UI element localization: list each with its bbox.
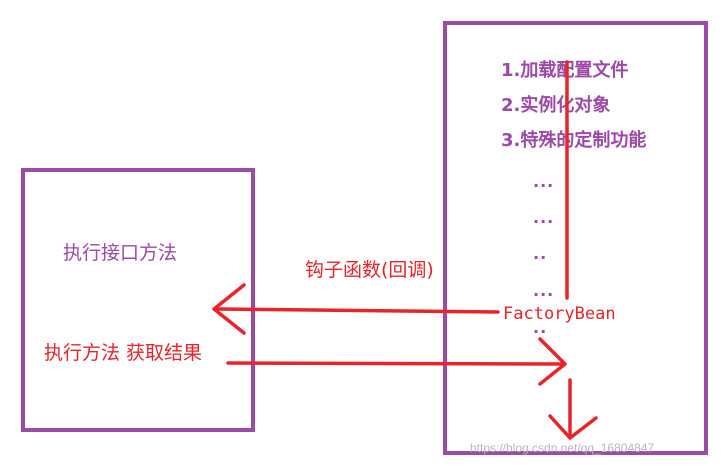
hook-callback-arrowhead [212, 283, 246, 335]
factory-bean-label: FactoryBean [503, 304, 616, 324]
container-box [443, 21, 708, 455]
down-arrowhead [548, 414, 598, 440]
execute-method-arrowhead [538, 337, 567, 386]
ellipsis-1: ... [533, 172, 555, 191]
ellipsis-2: ... [533, 208, 555, 227]
step-custom-function: 3.特殊的定制功能 [501, 130, 647, 151]
hook-function-label: 钩子函数(回调) [305, 259, 434, 281]
watermark: https://blog.csdn.net/qq_16804847 [470, 441, 655, 455]
step-instantiate: 2.实例化对象 [501, 95, 611, 116]
execute-interface-method-label: 执行接口方法 [63, 242, 178, 264]
ellipsis-5: .. [533, 318, 548, 337]
step-load-config: 1.加载配置文件 [501, 60, 629, 81]
caller-box [21, 168, 255, 432]
execute-method-get-result-label: 执行方法 获取结果 [44, 342, 203, 364]
ellipsis-4: ... [533, 281, 555, 300]
ellipsis-3: .. [533, 244, 548, 263]
hook-callback-arrow-shaft [214, 307, 500, 314]
execute-method-arrow-shaft [226, 361, 566, 366]
